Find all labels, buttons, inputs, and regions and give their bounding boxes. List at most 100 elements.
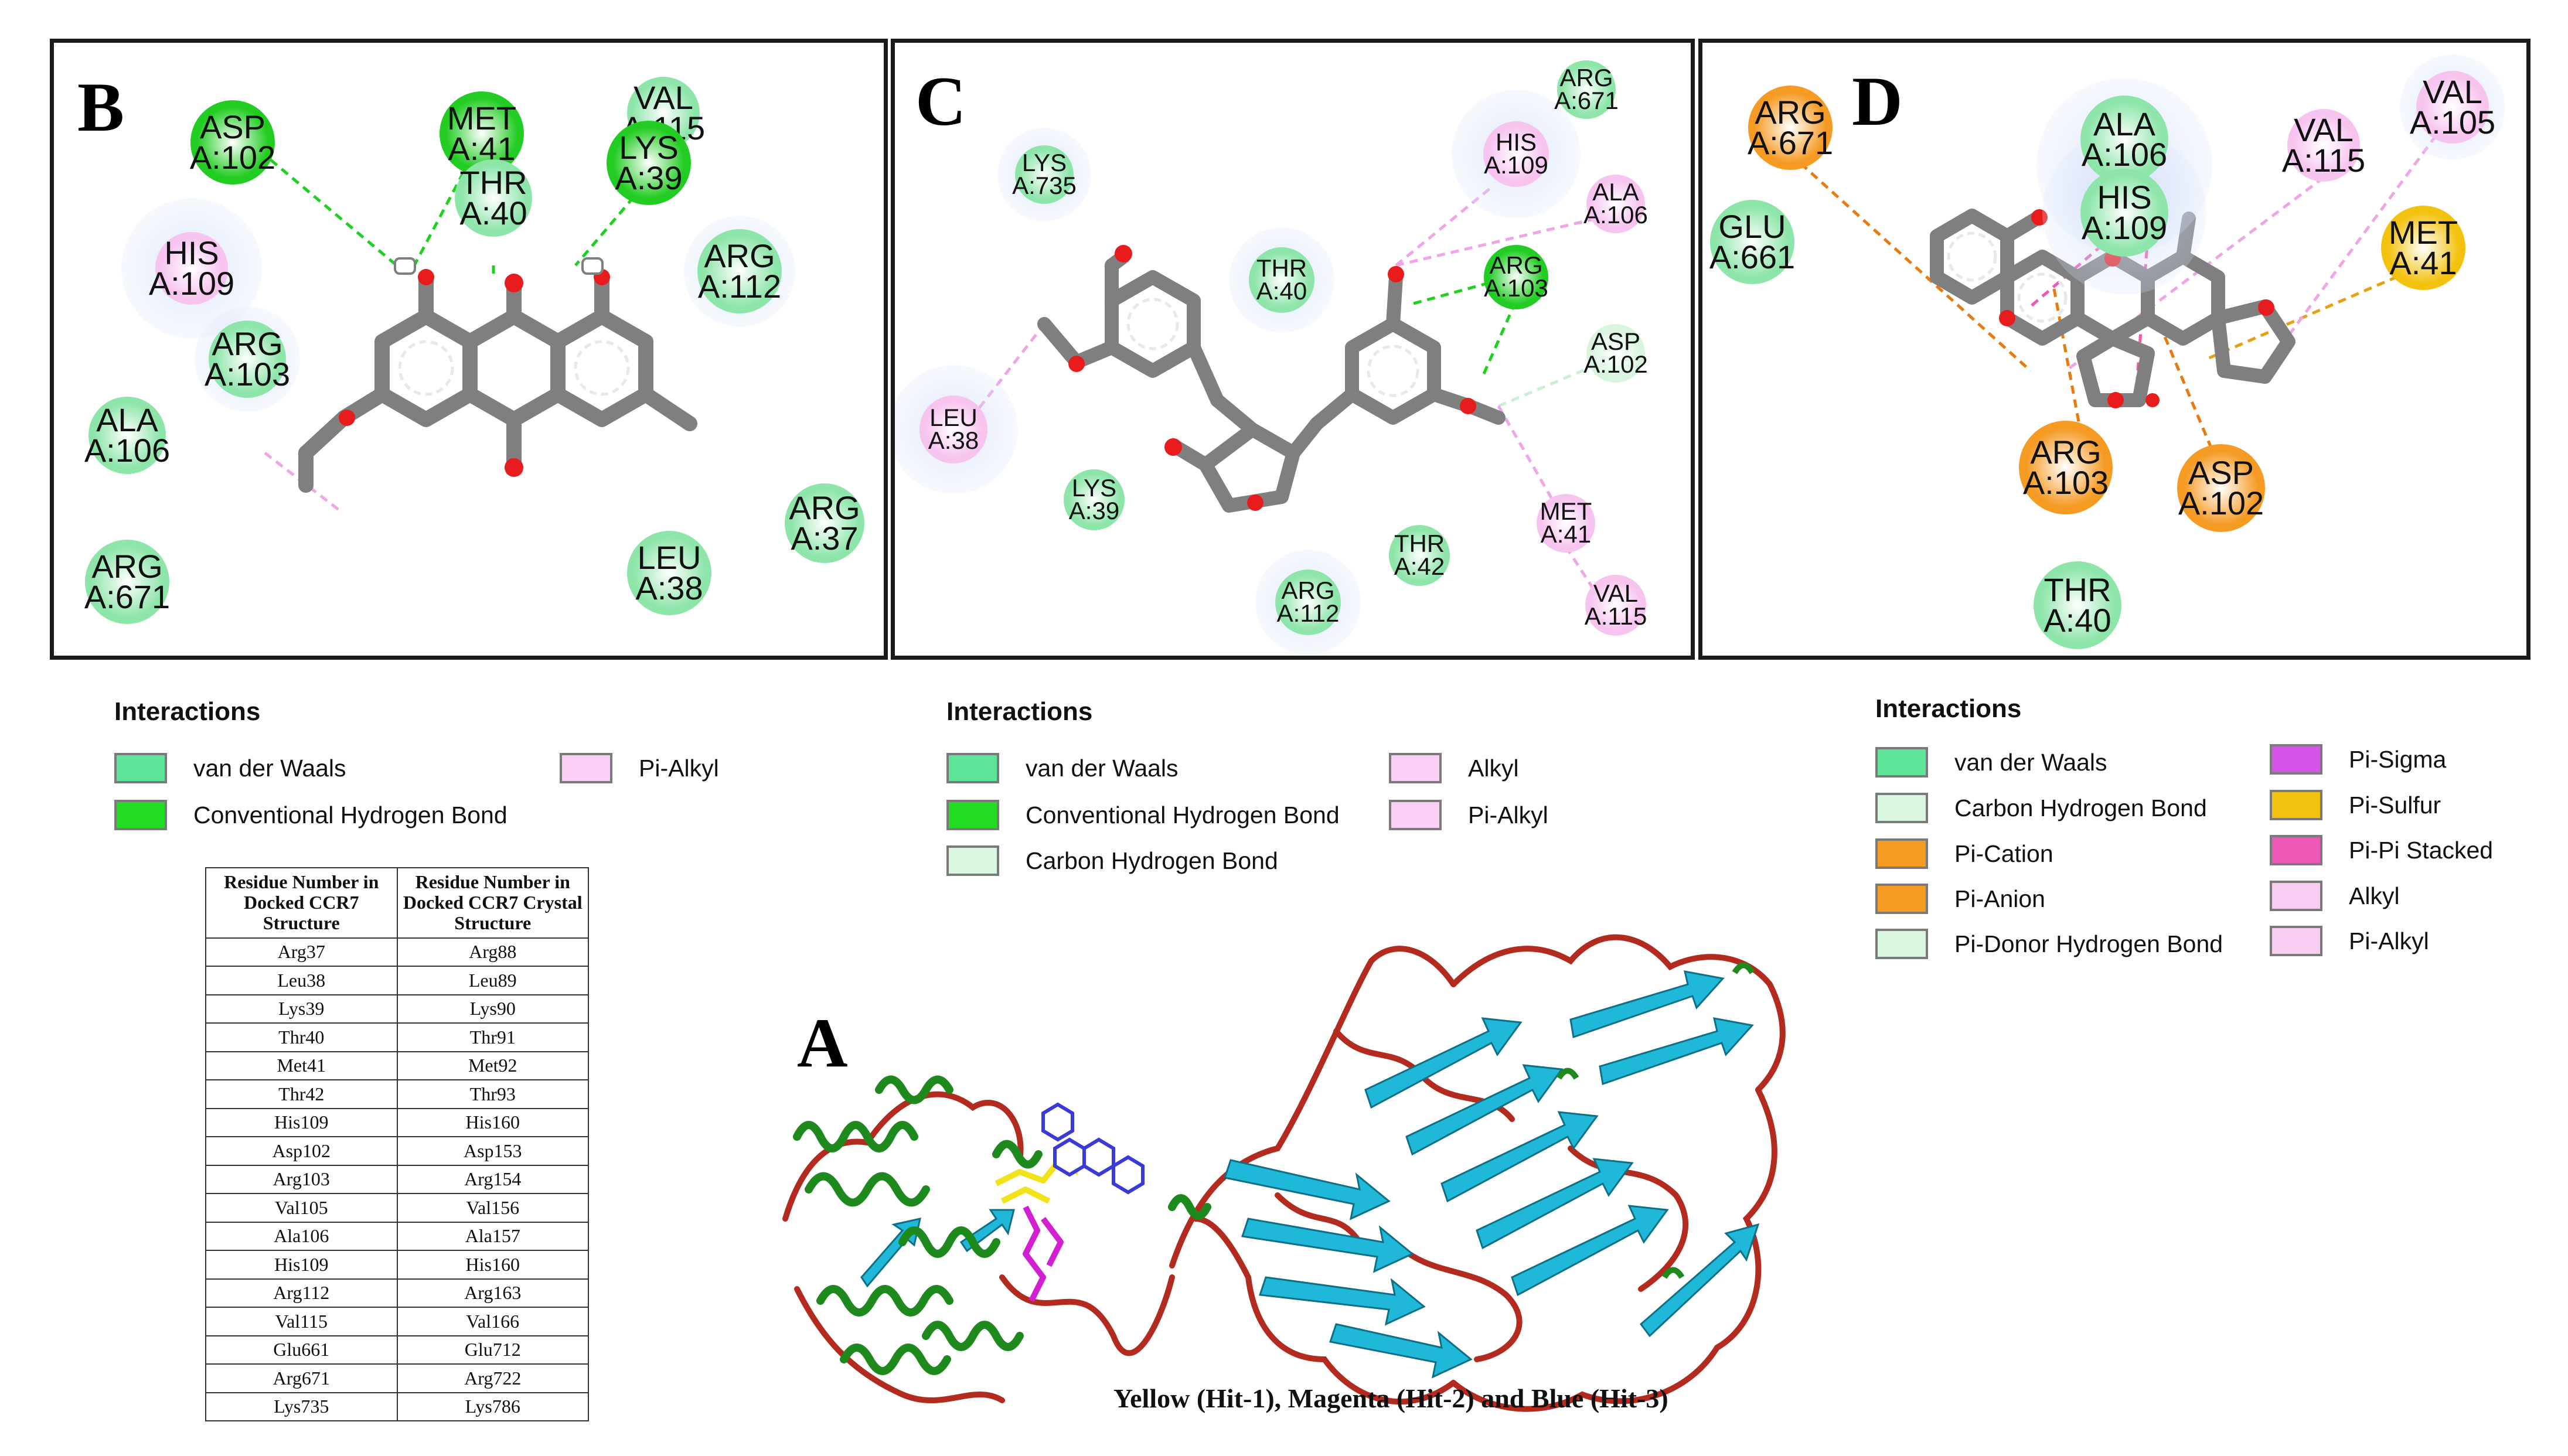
picat-line <box>1789 153 2032 372</box>
residue-label: A:105 <box>2409 104 2496 141</box>
hbond-line <box>1482 299 1518 375</box>
residue-label: A:41 <box>448 130 516 167</box>
legend-label: Pi-Anion <box>1954 885 2045 912</box>
hbond-line <box>1413 275 1511 305</box>
legend-item: Pi-Sigma <box>2270 744 2446 775</box>
residue-label: ALA <box>2093 105 2155 143</box>
table-cell: Arg154 <box>396 1164 589 1195</box>
legend-label: van der Waals <box>1026 754 1179 782</box>
panel-d-label: D <box>1852 62 1903 140</box>
legend-swatch <box>1875 838 1928 869</box>
residue-label: A:109 <box>2081 209 2168 246</box>
residue-label: A:109 <box>1484 151 1548 179</box>
table-cell: Ala106 <box>205 1221 398 1252</box>
table-cell: Lys735 <box>205 1392 398 1422</box>
legend-label: van der Waals <box>1954 748 2107 776</box>
legend-item: Pi-Alkyl <box>560 753 719 783</box>
table-cell: Lys90 <box>396 994 589 1024</box>
residue-label: A:671 <box>84 578 171 615</box>
legend-label: Pi-Pi Stacked <box>2349 836 2494 864</box>
legend-item: Conventional Hydrogen Bond <box>946 800 1340 830</box>
residue-label: LYS <box>619 129 679 166</box>
legend-item: Pi-Anion <box>1875 884 2045 914</box>
table-cell: Asp153 <box>396 1136 589 1166</box>
residue-label: LEU <box>637 539 701 577</box>
residue-label: A:115 <box>2281 142 2366 179</box>
residue-label: MET <box>2388 214 2458 251</box>
residue-label: VAL <box>2423 73 2482 111</box>
legend-item: Pi-Sulfur <box>2270 790 2441 820</box>
table-cell: Arg88 <box>396 937 589 967</box>
residue-label: HIS <box>164 234 219 272</box>
table-cell: Lys39 <box>205 994 398 1024</box>
residue-label: ARG <box>704 237 775 275</box>
pialkyl-line <box>952 323 1045 442</box>
table-cell: Val105 <box>205 1193 398 1223</box>
table-cell: Glu661 <box>205 1335 398 1365</box>
residue-label: A:39 <box>615 159 683 196</box>
legend-item: Conventional Hydrogen Bond <box>114 800 508 830</box>
pialkyl-line <box>1395 211 1622 267</box>
legend-item: van der Waals <box>1875 747 2107 778</box>
residue-label: A:41 <box>1540 520 1592 548</box>
residue-label: A:102 <box>189 139 276 176</box>
residue-label: ARG <box>91 548 163 585</box>
legend-label: Pi-Cation <box>1954 840 2053 867</box>
table-cell: Leu38 <box>205 966 398 995</box>
table-cell: Arg37 <box>205 937 398 967</box>
figure-caption: Yellow (Hit-1), Magenta (Hit-2) and Blue… <box>1113 1383 1668 1413</box>
residue-label: LEU <box>929 404 978 432</box>
legend-label: Pi-Donor Hydrogen Bond <box>1954 930 2223 957</box>
residue-label: A:106 <box>2081 136 2168 173</box>
legend-label: Pi-Sulfur <box>2349 791 2441 819</box>
legend-label: Conventional Hydrogen Bond <box>1026 801 1340 828</box>
residue-label: A:102 <box>1583 350 1648 378</box>
residue-label: VAL <box>2294 111 2354 149</box>
legend-swatch <box>946 753 999 783</box>
residue-label: HIS <box>2097 179 2152 216</box>
residue-label: A:40 <box>459 195 527 231</box>
residue-label: A:661 <box>1709 238 1796 275</box>
table-cell: Glu712 <box>396 1335 589 1365</box>
residue-label: A:103 <box>204 356 291 393</box>
table-cell: Arg112 <box>205 1278 398 1308</box>
residue-label: VAL <box>1593 579 1639 608</box>
table-cell: His109 <box>205 1250 398 1280</box>
residue-label: A:38 <box>635 570 703 606</box>
legend-item: Pi-Alkyl <box>2270 926 2429 956</box>
legend-swatch <box>1875 793 1928 823</box>
legend-swatch <box>1875 747 1928 778</box>
legend-swatch <box>560 753 612 783</box>
residue-label: GLU <box>1718 208 1786 245</box>
residue-label: A:109 <box>148 265 235 302</box>
legend-label: Carbon Hydrogen Bond <box>1954 794 2207 821</box>
legend-swatch <box>1875 929 1928 959</box>
residue-label: ARG <box>212 325 283 363</box>
residue-label: ARG <box>2030 434 2102 471</box>
table-cell: Leu89 <box>396 966 589 995</box>
